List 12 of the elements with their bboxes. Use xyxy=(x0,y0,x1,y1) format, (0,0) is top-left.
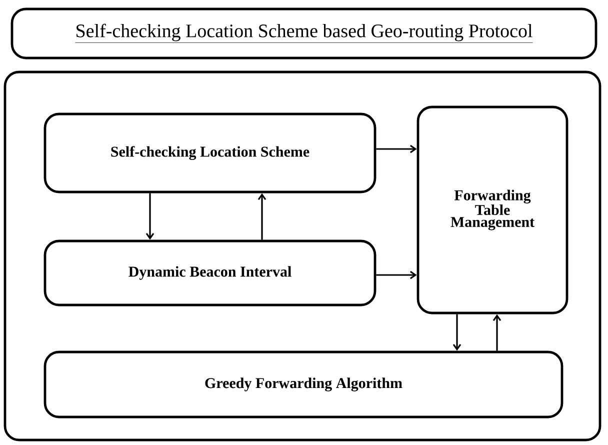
process-box: Greedy Forwarding Algorithm xyxy=(44,350,564,418)
arrow xyxy=(492,314,502,351)
arrow xyxy=(452,314,462,351)
arrow xyxy=(146,193,154,240)
process-box: Self-checking Location Scheme xyxy=(44,112,376,194)
frame-box xyxy=(4,70,602,442)
arrow xyxy=(376,144,417,154)
arrow xyxy=(258,193,266,240)
title-box: Self-checking Location Scheme based Geo-routing Protocol xyxy=(10,8,598,60)
arrow xyxy=(376,270,417,280)
process-box: Forwarding Table Management xyxy=(416,106,568,314)
process-box: Dynamic Beacon Interval xyxy=(44,240,376,306)
